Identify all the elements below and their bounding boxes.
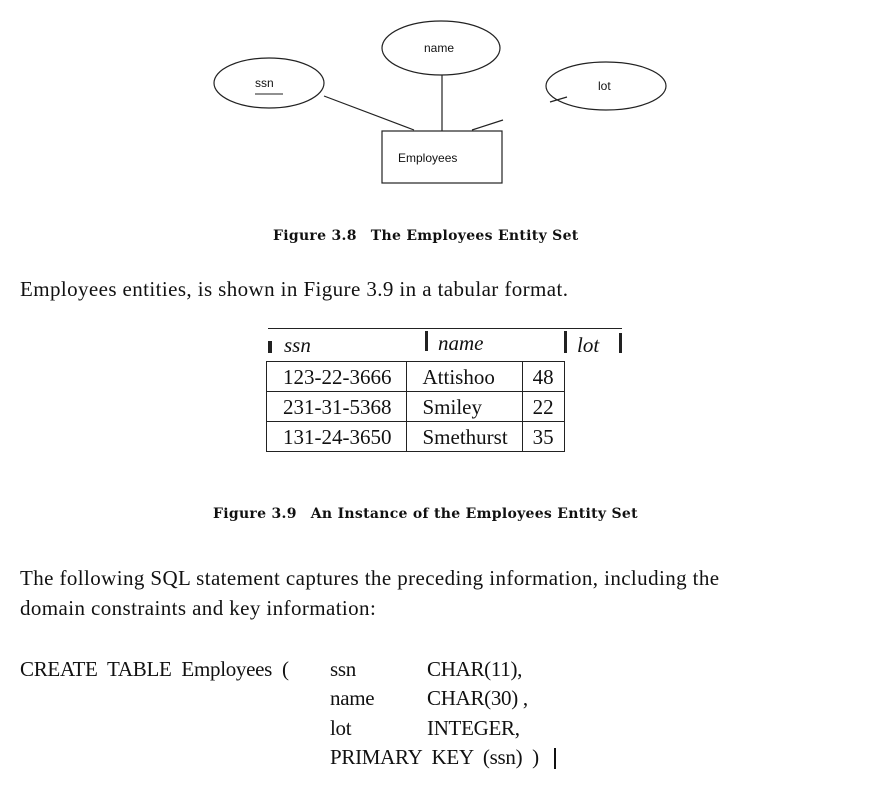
attr-name: name [424,41,455,55]
caption-title: The Employees Entity Set [370,228,579,244]
table-row: 131-24-3650 Smethurst 35 [266,421,565,452]
sql-primary-key: PRIMARY KEY (ssn) ) [330,745,539,769]
table-header-rule [268,328,622,329]
sql-field-type: INTEGER, [427,716,520,740]
caption-title: An Instance of the Employees Entity Set [310,506,638,522]
intro-paragraph: Employees entities, is shown in Figure 3… [20,277,569,301]
sql-field-name: ssn [330,657,356,681]
sql-intro-line-1: The following SQL statement captures the… [20,566,720,590]
caption-label: Figure 3.8 [273,228,357,244]
sql-field-type: CHAR(30) , [427,686,528,710]
attr-ssn: ssn [255,76,274,90]
cell-ssn: 123-22-3666 [266,361,407,392]
cell-name: Attishoo [405,361,523,392]
sql-field-name: name [330,686,375,710]
header-ssn: ssn [284,333,311,357]
ssn-link [323,95,415,131]
cell-lot: 22 [521,391,565,422]
attr-lot: lot [598,79,611,93]
header-lot: lot [577,333,600,357]
cell-lot: 48 [521,361,565,392]
table-row: 123-22-3666 Attishoo 48 [266,361,565,392]
caption-label: Figure 3.9 [213,506,297,522]
cell-lot: 35 [521,421,565,452]
header-name: name [438,331,484,355]
sql-create-table: CREATE TABLE Employees ( [20,657,289,681]
employees-instance-table: 123-22-3666 Attishoo 48 231-31-5368 Smil… [266,361,565,452]
lot-link [471,119,504,131]
sql-field-type: CHAR(11), [427,657,523,681]
sql-intro-line-2: domain constraints and key information: [20,596,377,620]
entity-name: Employees [398,151,458,165]
ssn-attribute-ellipse [213,57,325,109]
cell-name: Smethurst [405,421,523,452]
figure-3-9-caption: Figure 3.9 An Instance of the Employees E… [213,506,638,522]
table-row: 231-31-5368 Smiley 22 [266,391,565,422]
er-diagram [213,20,667,184]
employees-entity-box [381,130,503,184]
name-attribute-ellipse [381,20,501,76]
cell-ssn: 131-24-3650 [266,421,407,452]
lot-attribute-ellipse [545,61,667,111]
text-cursor [554,748,556,769]
cell-ssn: 231-31-5368 [266,391,407,422]
cell-name: Smiley [405,391,523,422]
sql-field-name: lot [330,716,352,740]
figure-3-8-caption: Figure 3.8 The Employees Entity Set [273,228,579,244]
